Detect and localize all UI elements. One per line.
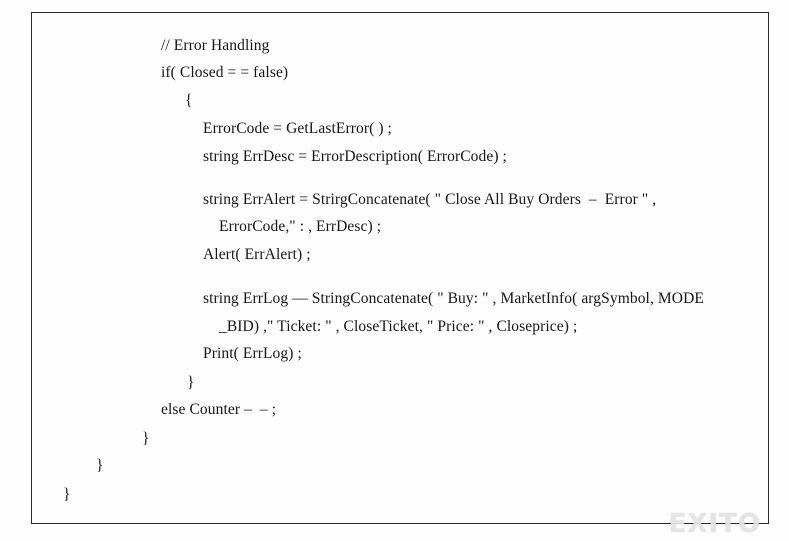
code-line-erralert-continued: ErrorCode," : , ErrDesc) ;	[219, 218, 382, 235]
code-line-alert: Alert( ErrAlert) ;	[203, 246, 311, 263]
code-line-errlog-continued: _BID) ," Ticket: " , CloseTicket, " Pric…	[219, 318, 578, 335]
code-line-print: Print( ErrLog) ;	[203, 345, 302, 362]
code-line-close-brace-2: }	[96, 457, 104, 474]
code-line-comment: // Error Handling	[161, 37, 270, 54]
code-line-close-brace-3: }	[63, 486, 71, 503]
code-listing-frame: // Error Handling if( Closed = = false) …	[31, 12, 769, 524]
code-line-errorcode: ErrorCode = GetLastError( ) ;	[203, 120, 392, 137]
code-line-errlog: string ErrLog — StringConcatenate( " Buy…	[203, 290, 704, 307]
code-line-close-brace-if: }	[187, 374, 195, 391]
code-line-errdesc: string ErrDesc = ErrorDescription( Error…	[203, 148, 507, 165]
code-line-close-brace-1: }	[142, 430, 150, 447]
watermark-logo: EXITO	[668, 509, 761, 539]
code-line-open-brace: {	[185, 92, 193, 109]
code-line-if: if( Closed = = false)	[161, 64, 289, 81]
code-line-else-counter: else Counter – – ;	[161, 401, 277, 418]
code-line-erralert: string ErrAlert = StrirgConcatenate( " C…	[203, 191, 657, 208]
